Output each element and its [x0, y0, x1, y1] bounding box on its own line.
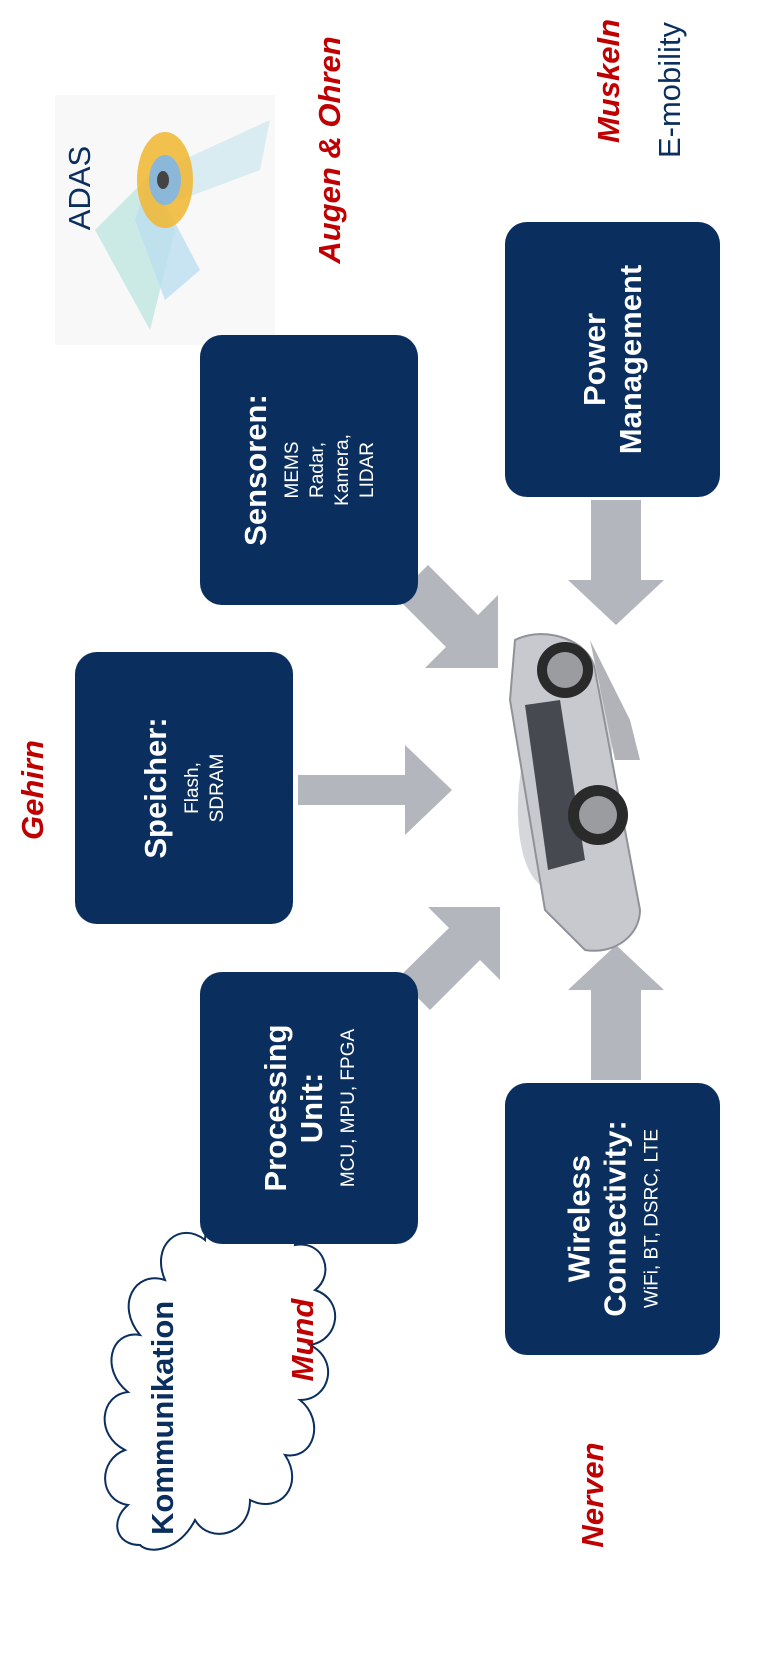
power-title-line2: Management [612, 264, 648, 455]
sensoren-item-radar: Radar, [307, 442, 328, 498]
label-emobility: E-mobility [652, 21, 687, 159]
speicher-item-sdram: SDRAM [207, 753, 228, 823]
processing-unit-box: Processing Unit: MCU, MPU, FPGA [200, 972, 418, 1244]
arrow-wireless [568, 945, 664, 1080]
sensoren-item-mems: MEMS [282, 441, 303, 499]
wireless-items: WiFi, BT, DSRC, LTE [641, 1128, 663, 1309]
processing-title-line1: Processing [257, 1024, 293, 1192]
sports-car-image [508, 633, 642, 952]
speicher-title: Speicher: [138, 717, 173, 859]
sensoren-title: Sensoren: [238, 394, 273, 546]
label-adas: ADAS [62, 145, 97, 231]
sensoren-box: Sensoren: MEMS Radar, Kamera, LIDAR [200, 335, 418, 605]
label-augen-ohren: Augen & Ohren [312, 36, 347, 264]
processing-items: MCU, MPU, FPGA [337, 1028, 359, 1188]
label-mund: Mund [285, 1298, 320, 1382]
power-management-box: Power Management [505, 222, 720, 497]
arrow-speicher [298, 745, 452, 835]
wireless-title-line2: Connectivity: [597, 1120, 633, 1317]
arrow-processing [398, 907, 500, 1010]
wireless-title-line1: Wireless [561, 1154, 597, 1283]
label-muskeln: Muskeln [591, 18, 626, 144]
power-title-line1: Power [576, 312, 612, 407]
speicher-item-flash: Flash, [182, 762, 203, 814]
arrows [298, 500, 664, 1080]
arrow-sensoren [396, 565, 498, 668]
sensoren-item-lidar: LIDAR [357, 442, 378, 498]
adas-sensor-coverage-image [55, 95, 275, 345]
wireless-connectivity-box: Wireless Connectivity: WiFi, BT, DSRC, L… [505, 1083, 720, 1355]
speicher-box: Speicher: Flash, SDRAM [75, 652, 293, 924]
label-kommunikation: Kommunikation [145, 1300, 180, 1535]
processing-title-line2: Unit: [293, 1072, 329, 1144]
sensoren-item-kamera: Kamera, [332, 434, 353, 506]
arrow-power [568, 500, 664, 625]
label-nerven: Nerven [575, 1442, 610, 1548]
label-gehirn: Gehirn [15, 740, 50, 840]
